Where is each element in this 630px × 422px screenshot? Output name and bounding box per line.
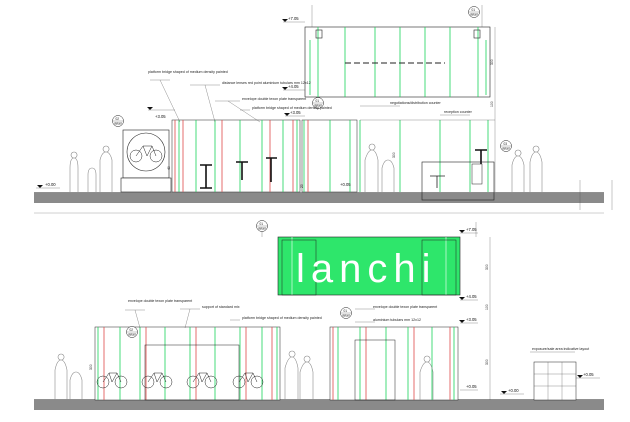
top-elevation: +0.00 +7.05 +4.05 300 100	[34, 5, 613, 210]
svg-text:distance lenses red point alum: distance lenses red point aluminium tubu…	[222, 81, 311, 85]
svg-text:+4.05: +4.05	[466, 294, 477, 299]
svg-text:300: 300	[485, 359, 489, 365]
svg-text:100: 100	[490, 101, 494, 107]
svg-text:envelope double texon plate tr: envelope double texon plate transparent	[128, 299, 192, 303]
top-bike-display: 02 detail	[112, 115, 172, 193]
top-level-marker-ground: +0.00	[36, 182, 60, 189]
brand-lettering: lanchi	[296, 247, 437, 291]
svg-text:+0.00: +0.00	[508, 388, 519, 393]
top-left-booth	[171, 119, 301, 193]
top-reception-area: 03 detail	[359, 119, 512, 201]
svg-text:02: 02	[130, 328, 134, 332]
bottom-elevation: lanchi 01 detail +7.05 +4.05 +3.05 300 1…	[34, 220, 604, 410]
svg-text:+7.05: +7.05	[466, 227, 477, 232]
svg-text:envelope double texon plate tr: envelope double texon plate transparent	[373, 305, 437, 309]
svg-text:02: 02	[116, 117, 120, 121]
top-people-silhouettes	[69, 143, 543, 192]
bottom-left-booth: 02 detail	[94, 326, 281, 401]
top-detail-tag-01: 01 detail	[468, 6, 480, 18]
svg-text:+0.00: +0.00	[45, 182, 56, 187]
bottom-notes: envelope double texon plate transparent …	[125, 299, 589, 353]
svg-text:detail: detail	[258, 227, 266, 231]
svg-text:support of standard mix: support of standard mix	[202, 305, 240, 309]
svg-text:20: 20	[300, 184, 304, 188]
svg-text:+3.05: +3.05	[466, 317, 477, 322]
svg-text:300: 300	[490, 59, 494, 65]
svg-text:platform bridge shaped of medi: platform bridge shaped of medium density…	[252, 106, 332, 110]
svg-text:detail: detail	[128, 333, 136, 337]
svg-text:detail: detail	[470, 13, 478, 17]
top-ground	[34, 193, 604, 203]
svg-text:300: 300	[392, 152, 396, 158]
svg-text:300: 300	[89, 364, 93, 370]
svg-text:01: 01	[472, 8, 476, 12]
svg-text:01: 01	[344, 309, 348, 313]
svg-text:+0.05: +0.05	[466, 384, 477, 389]
svg-text:detail: detail	[342, 314, 350, 318]
bottom-people-silhouettes	[54, 350, 434, 400]
svg-text:aluminium tubulars mm 12x12: aluminium tubulars mm 12x12	[373, 318, 421, 322]
svg-text:platform bridge shaped of medi: platform bridge shaped of medium density…	[242, 316, 322, 320]
bottom-exposure-shelf	[533, 361, 577, 401]
svg-text:platform bridge shaped of medi: platform bridge shaped of medium density…	[148, 70, 228, 74]
svg-text:300: 300	[485, 264, 489, 270]
svg-text:detail: detail	[502, 147, 510, 151]
top-middle-booth: 01 detail	[301, 97, 358, 193]
svg-text:03: 03	[504, 142, 508, 146]
svg-text:+0.05: +0.05	[340, 182, 351, 187]
svg-text:+3.05: +3.05	[290, 110, 301, 115]
svg-text:01: 01	[260, 222, 264, 226]
svg-text:detail: detail	[114, 122, 122, 126]
svg-text:negotiations/distribution coun: negotiations/distribution counter	[390, 101, 442, 105]
svg-text:+4.05: +4.05	[288, 84, 299, 89]
svg-text:01: 01	[316, 99, 320, 103]
svg-text:+3.05: +3.05	[155, 114, 166, 119]
bottom-hanging-sign: lanchi 01 detail	[256, 220, 477, 296]
top-hanging-sign	[304, 5, 491, 98]
bottom-ground	[34, 400, 604, 410]
svg-text:exposure/sale area indicative: exposure/sale area indicative layout	[532, 347, 589, 351]
svg-text:detail: detail	[314, 104, 322, 108]
svg-text:40: 40	[167, 166, 171, 170]
svg-text:+0.05: +0.05	[583, 372, 594, 377]
top-notes: platform bridge shaped of medium density…	[148, 70, 473, 123]
svg-text:+7.05: +7.05	[288, 16, 299, 21]
svg-text:reception counter: reception counter	[444, 110, 473, 114]
svg-text:100: 100	[485, 304, 489, 310]
bottom-right-booth: 01 detail	[329, 307, 459, 401]
svg-text:envelope double texon plate tr: envelope double texon plate transparent	[242, 97, 306, 101]
